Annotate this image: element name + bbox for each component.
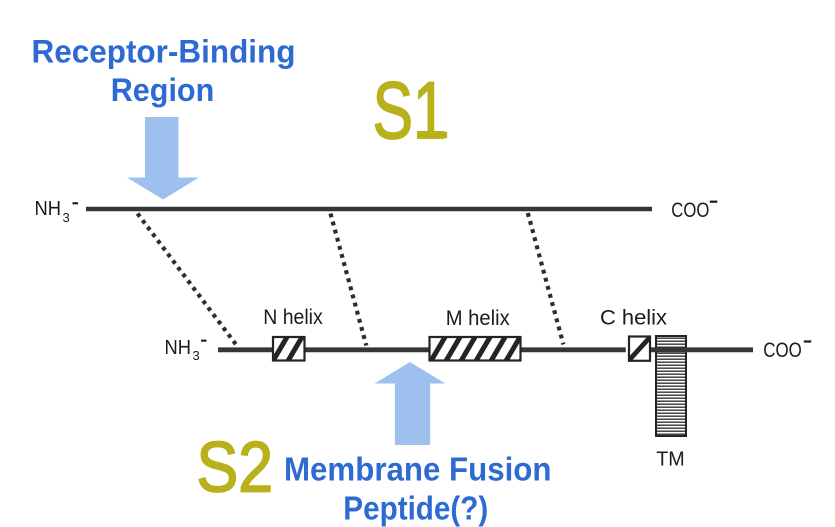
svg-text:S1: S1	[373, 66, 447, 156]
svg-text:COO: COO	[671, 199, 709, 222]
svg-text:3: 3	[63, 210, 70, 225]
svg-text:Peptide(?): Peptide(?)	[343, 490, 488, 527]
svg-text:NH: NH	[35, 198, 62, 220]
svg-text:Membrane Fusion: Membrane Fusion	[284, 452, 552, 489]
svg-text:TM: TM	[656, 448, 685, 471]
svg-text:Receptor-Binding: Receptor-Binding	[32, 34, 296, 70]
svg-text:3: 3	[193, 348, 200, 363]
svg-text:N helix: N helix	[263, 306, 323, 329]
svg-text:Region: Region	[111, 72, 215, 108]
svg-text:S2: S2	[197, 428, 274, 508]
svg-text:C helix: C helix	[600, 307, 668, 330]
svg-text:M helix: M helix	[446, 307, 510, 330]
svg-text:COO: COO	[763, 339, 802, 362]
svg-text:NH: NH	[165, 337, 192, 359]
